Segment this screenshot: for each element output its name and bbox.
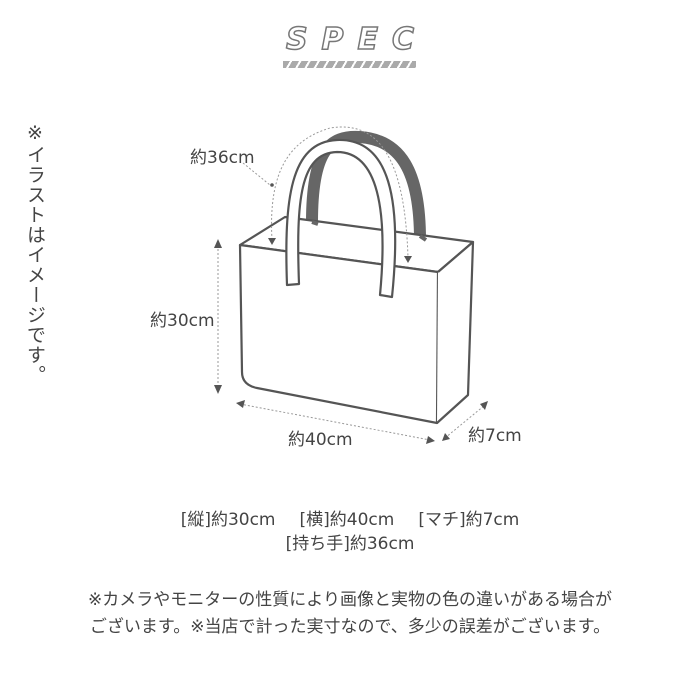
title-stripe-divider bbox=[283, 61, 416, 68]
depth-label: 約7cm bbox=[468, 426, 522, 446]
arrow-icon bbox=[442, 433, 450, 441]
arrow-icon bbox=[426, 436, 435, 444]
handle-leader-line bbox=[242, 162, 271, 186]
arrow-icon bbox=[404, 256, 412, 263]
handle-length-label: 約36cm bbox=[190, 148, 255, 168]
bag-back-handle bbox=[306, 130, 426, 241]
arrow-icon bbox=[236, 400, 245, 408]
height-label: 約30cm bbox=[150, 311, 215, 331]
spec-width: [横]約40cm bbox=[299, 510, 395, 530]
depth-dimension-line bbox=[444, 404, 486, 439]
spec-height: [縦]約30cm bbox=[180, 510, 276, 530]
arrow-icon bbox=[268, 238, 276, 245]
arrow-icon bbox=[480, 401, 488, 410]
disclaimer-line-1: ※カメラやモニターの性質により画像と実物の色の違いがある場合が bbox=[88, 590, 612, 610]
bag-back-handle-end bbox=[311, 220, 428, 242]
width-label: 約40cm bbox=[288, 430, 353, 450]
illustration-note: ※イラストはイメージです。 bbox=[24, 122, 46, 385]
spec-handle: [持ち手]約36cm bbox=[285, 534, 415, 554]
disclaimer-line-2: ございます。※当店で計った実寸なので、多少の誤差がございます。 bbox=[89, 617, 611, 637]
bag-front-handle bbox=[285, 138, 397, 299]
leader-dot bbox=[270, 183, 274, 187]
bag-side-face bbox=[436, 240, 475, 424]
disclaimer-note: ※カメラやモニターの性質により画像と実物の色の違いがある場合が ございます。※当… bbox=[0, 587, 700, 641]
spec-depth: [マチ]約7cm bbox=[418, 510, 520, 530]
spec-line-1: [縦]約30cm [横]約40cm [マチ]約7cm bbox=[0, 508, 700, 532]
width-dimension-line bbox=[239, 403, 431, 441]
arrow-icon bbox=[214, 385, 222, 394]
spec-title: SPEC bbox=[285, 21, 429, 58]
arrow-icon bbox=[214, 239, 222, 248]
bag-front-face bbox=[238, 243, 440, 425]
